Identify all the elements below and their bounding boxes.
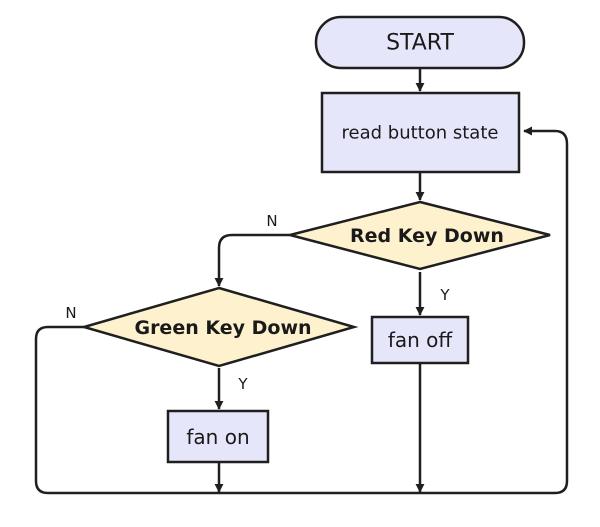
red-key-decision-label: Red Key Down bbox=[350, 225, 504, 247]
edge-green-no-return bbox=[34, 126, 569, 495]
red-key-decision bbox=[289, 200, 551, 271]
green-yes-label: Y bbox=[237, 375, 248, 393]
fan-on-process bbox=[166, 409, 270, 464]
fan-off-process bbox=[370, 315, 470, 365]
read-button-state-label: read button state bbox=[342, 123, 499, 144]
read-button-state-process bbox=[320, 91, 521, 174]
start-label: START bbox=[386, 31, 454, 56]
fan-on-label: fan on bbox=[186, 425, 249, 449]
green-key-decision-label: Green Key Down bbox=[134, 317, 311, 339]
red-no-label: N bbox=[266, 212, 277, 230]
green-key-decision bbox=[79, 286, 359, 368]
connectors bbox=[34, 68, 569, 495]
green-no-label: N bbox=[65, 304, 76, 322]
start-terminal bbox=[314, 15, 526, 70]
fan-off-label: fan off bbox=[388, 328, 454, 352]
edge-red-no bbox=[214, 233, 290, 287]
red-yes-label: Y bbox=[439, 286, 450, 304]
